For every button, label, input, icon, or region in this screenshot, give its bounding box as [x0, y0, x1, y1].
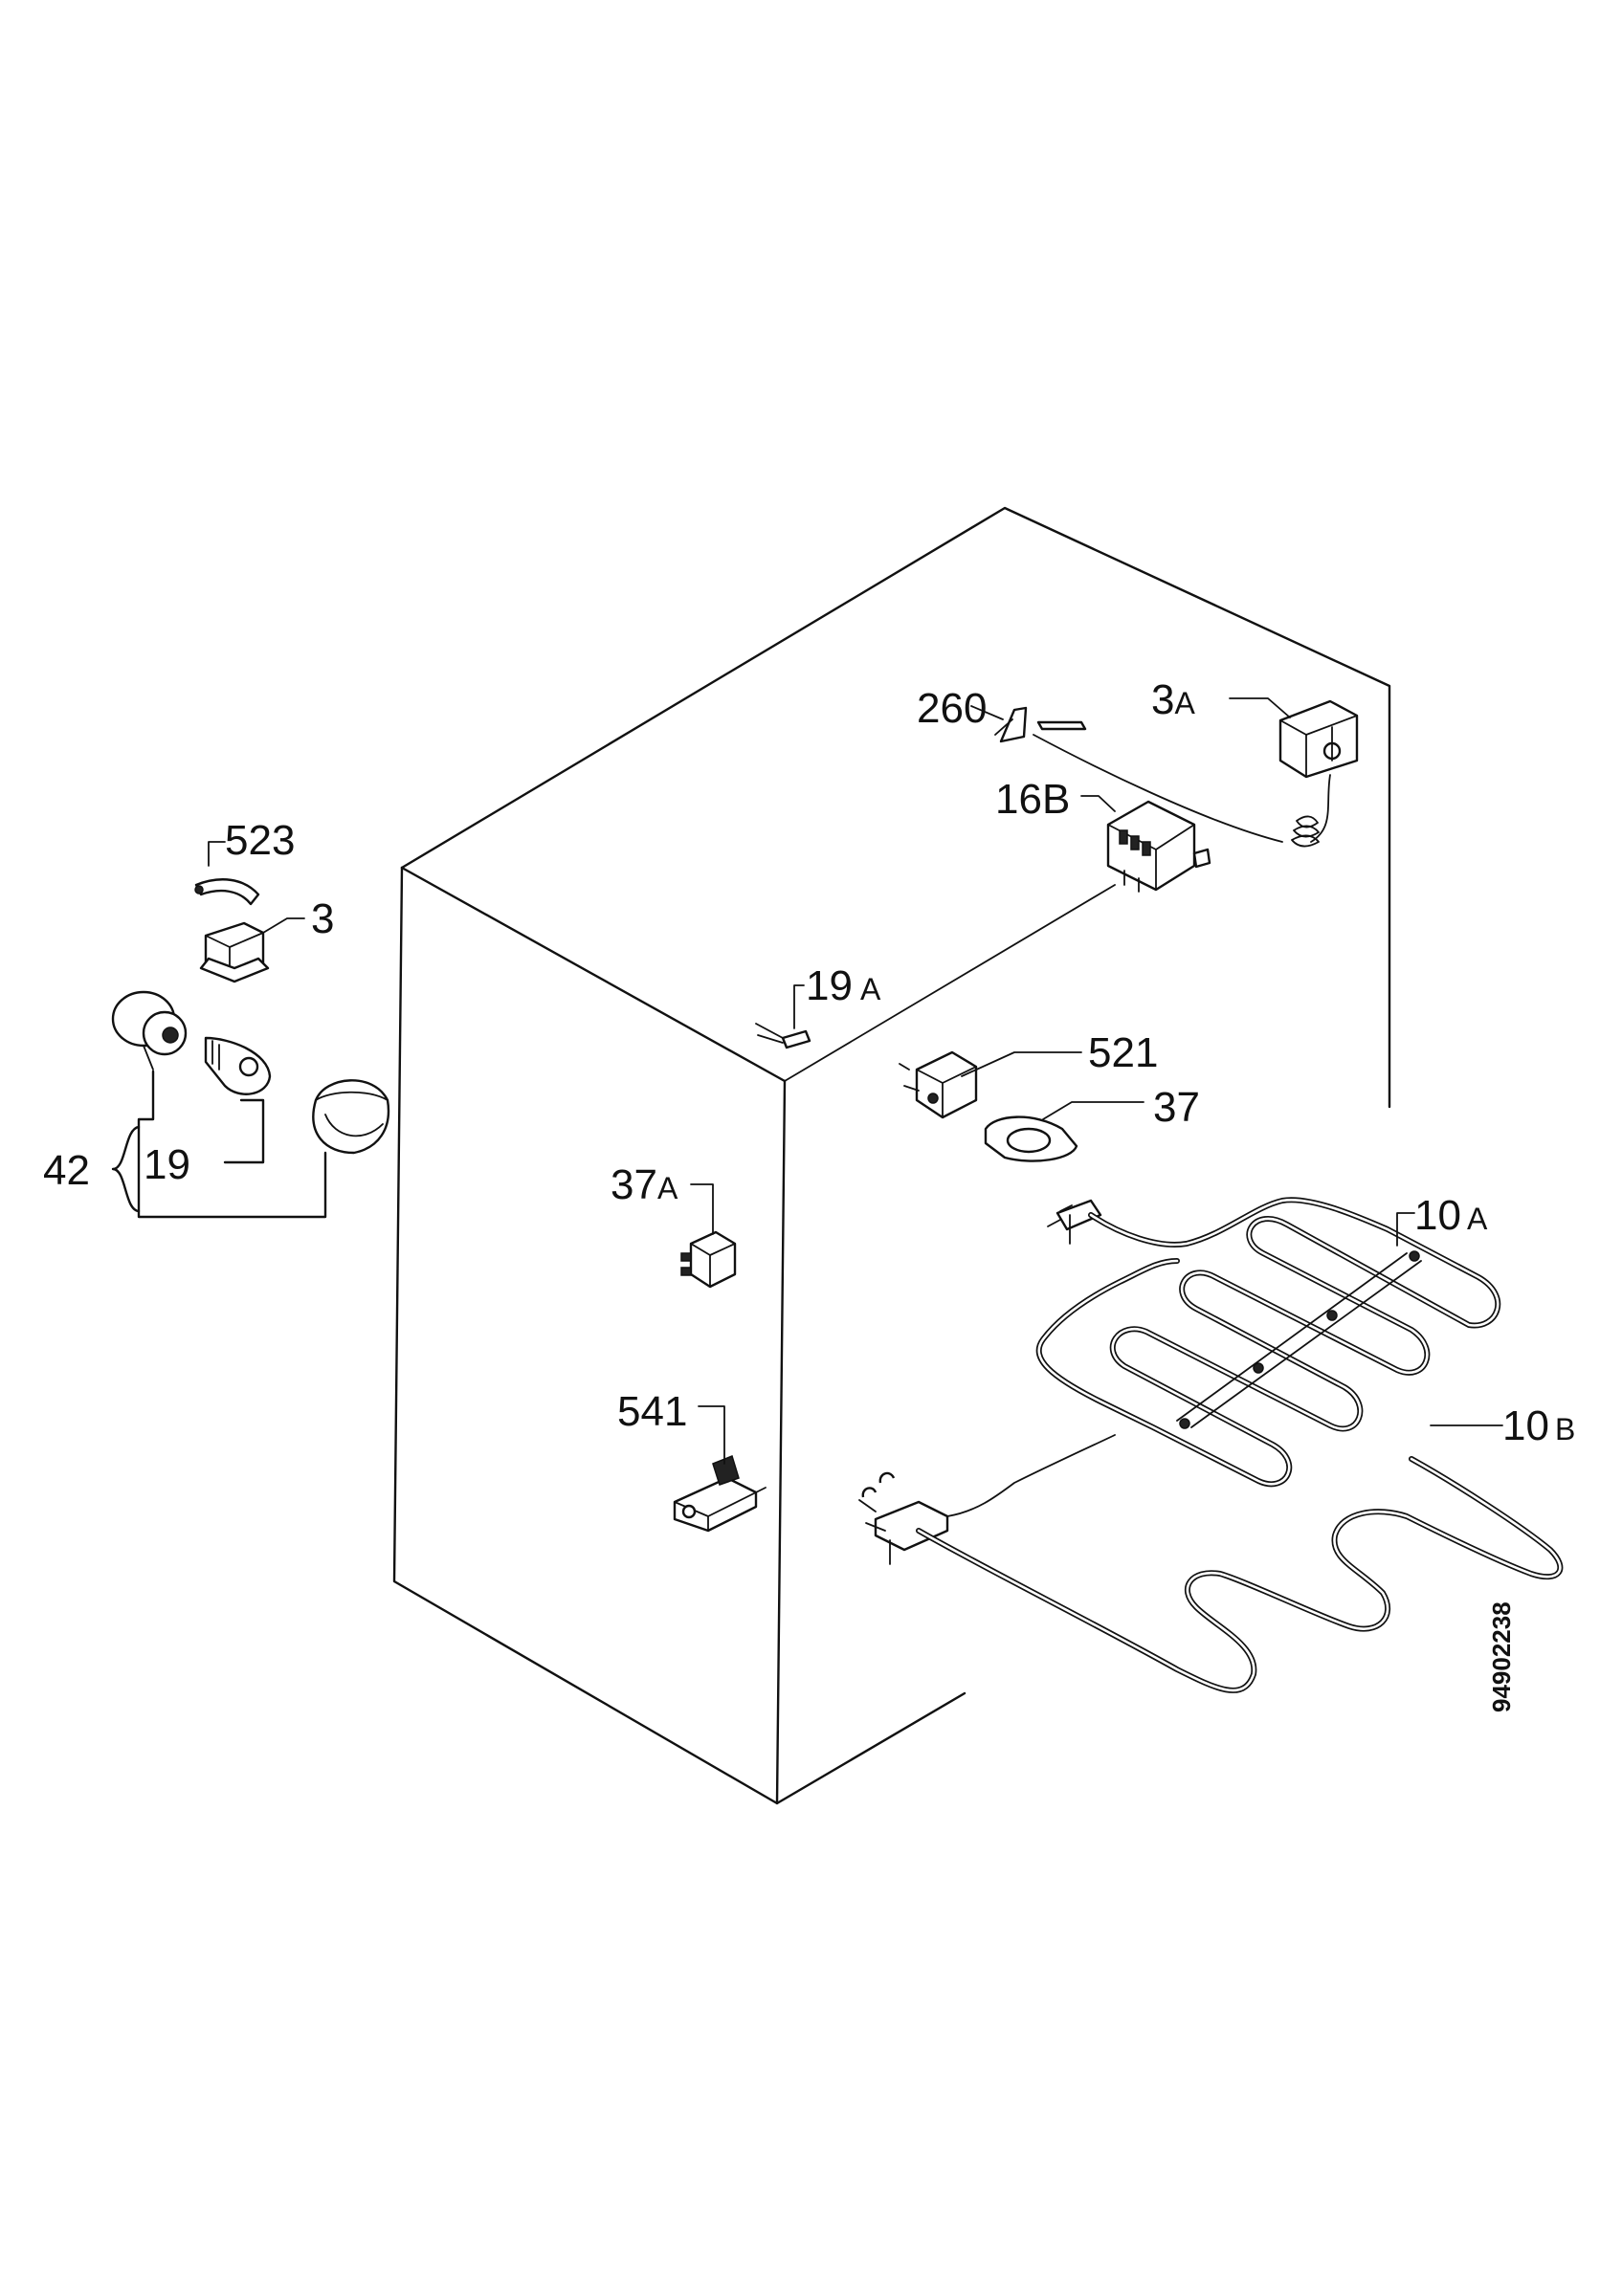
- part-42-lamp-assembly: 42 19: [43, 990, 390, 1219]
- part-521-terminal: 521: [899, 1029, 1158, 1119]
- oven-cabinet-outline: [392, 506, 1391, 1805]
- wire-16B: [784, 884, 1116, 1082]
- label-37A: 37A: [611, 1161, 678, 1208]
- part-37-gasket: 37: [984, 1084, 1200, 1162]
- label-42: 42: [43, 1147, 90, 1194]
- label-523: 523: [225, 817, 295, 864]
- part-541-switch: 541: [617, 1388, 767, 1533]
- part-3A-thermostat: 3A: [1151, 676, 1359, 848]
- part-3-lamp-holder: 3: [199, 895, 334, 983]
- label-260: 260: [917, 685, 987, 732]
- drawing-code: 94902238: [1487, 1601, 1516, 1712]
- label-521: 521: [1088, 1029, 1158, 1076]
- label-541: 541: [617, 1388, 687, 1435]
- part-37A-connector: 37A: [611, 1161, 737, 1289]
- label-16B: 16B: [995, 776, 1070, 823]
- part-260-probe: 260: [917, 685, 1283, 843]
- part-16B-selector-switch: 16B: [995, 776, 1211, 893]
- label-3: 3: [311, 895, 334, 942]
- label-3A-number: 3A: [1151, 676, 1195, 723]
- label-37: 37: [1153, 1084, 1200, 1131]
- label-19: 19: [144, 1141, 190, 1188]
- part-523-clip: 523: [194, 817, 295, 906]
